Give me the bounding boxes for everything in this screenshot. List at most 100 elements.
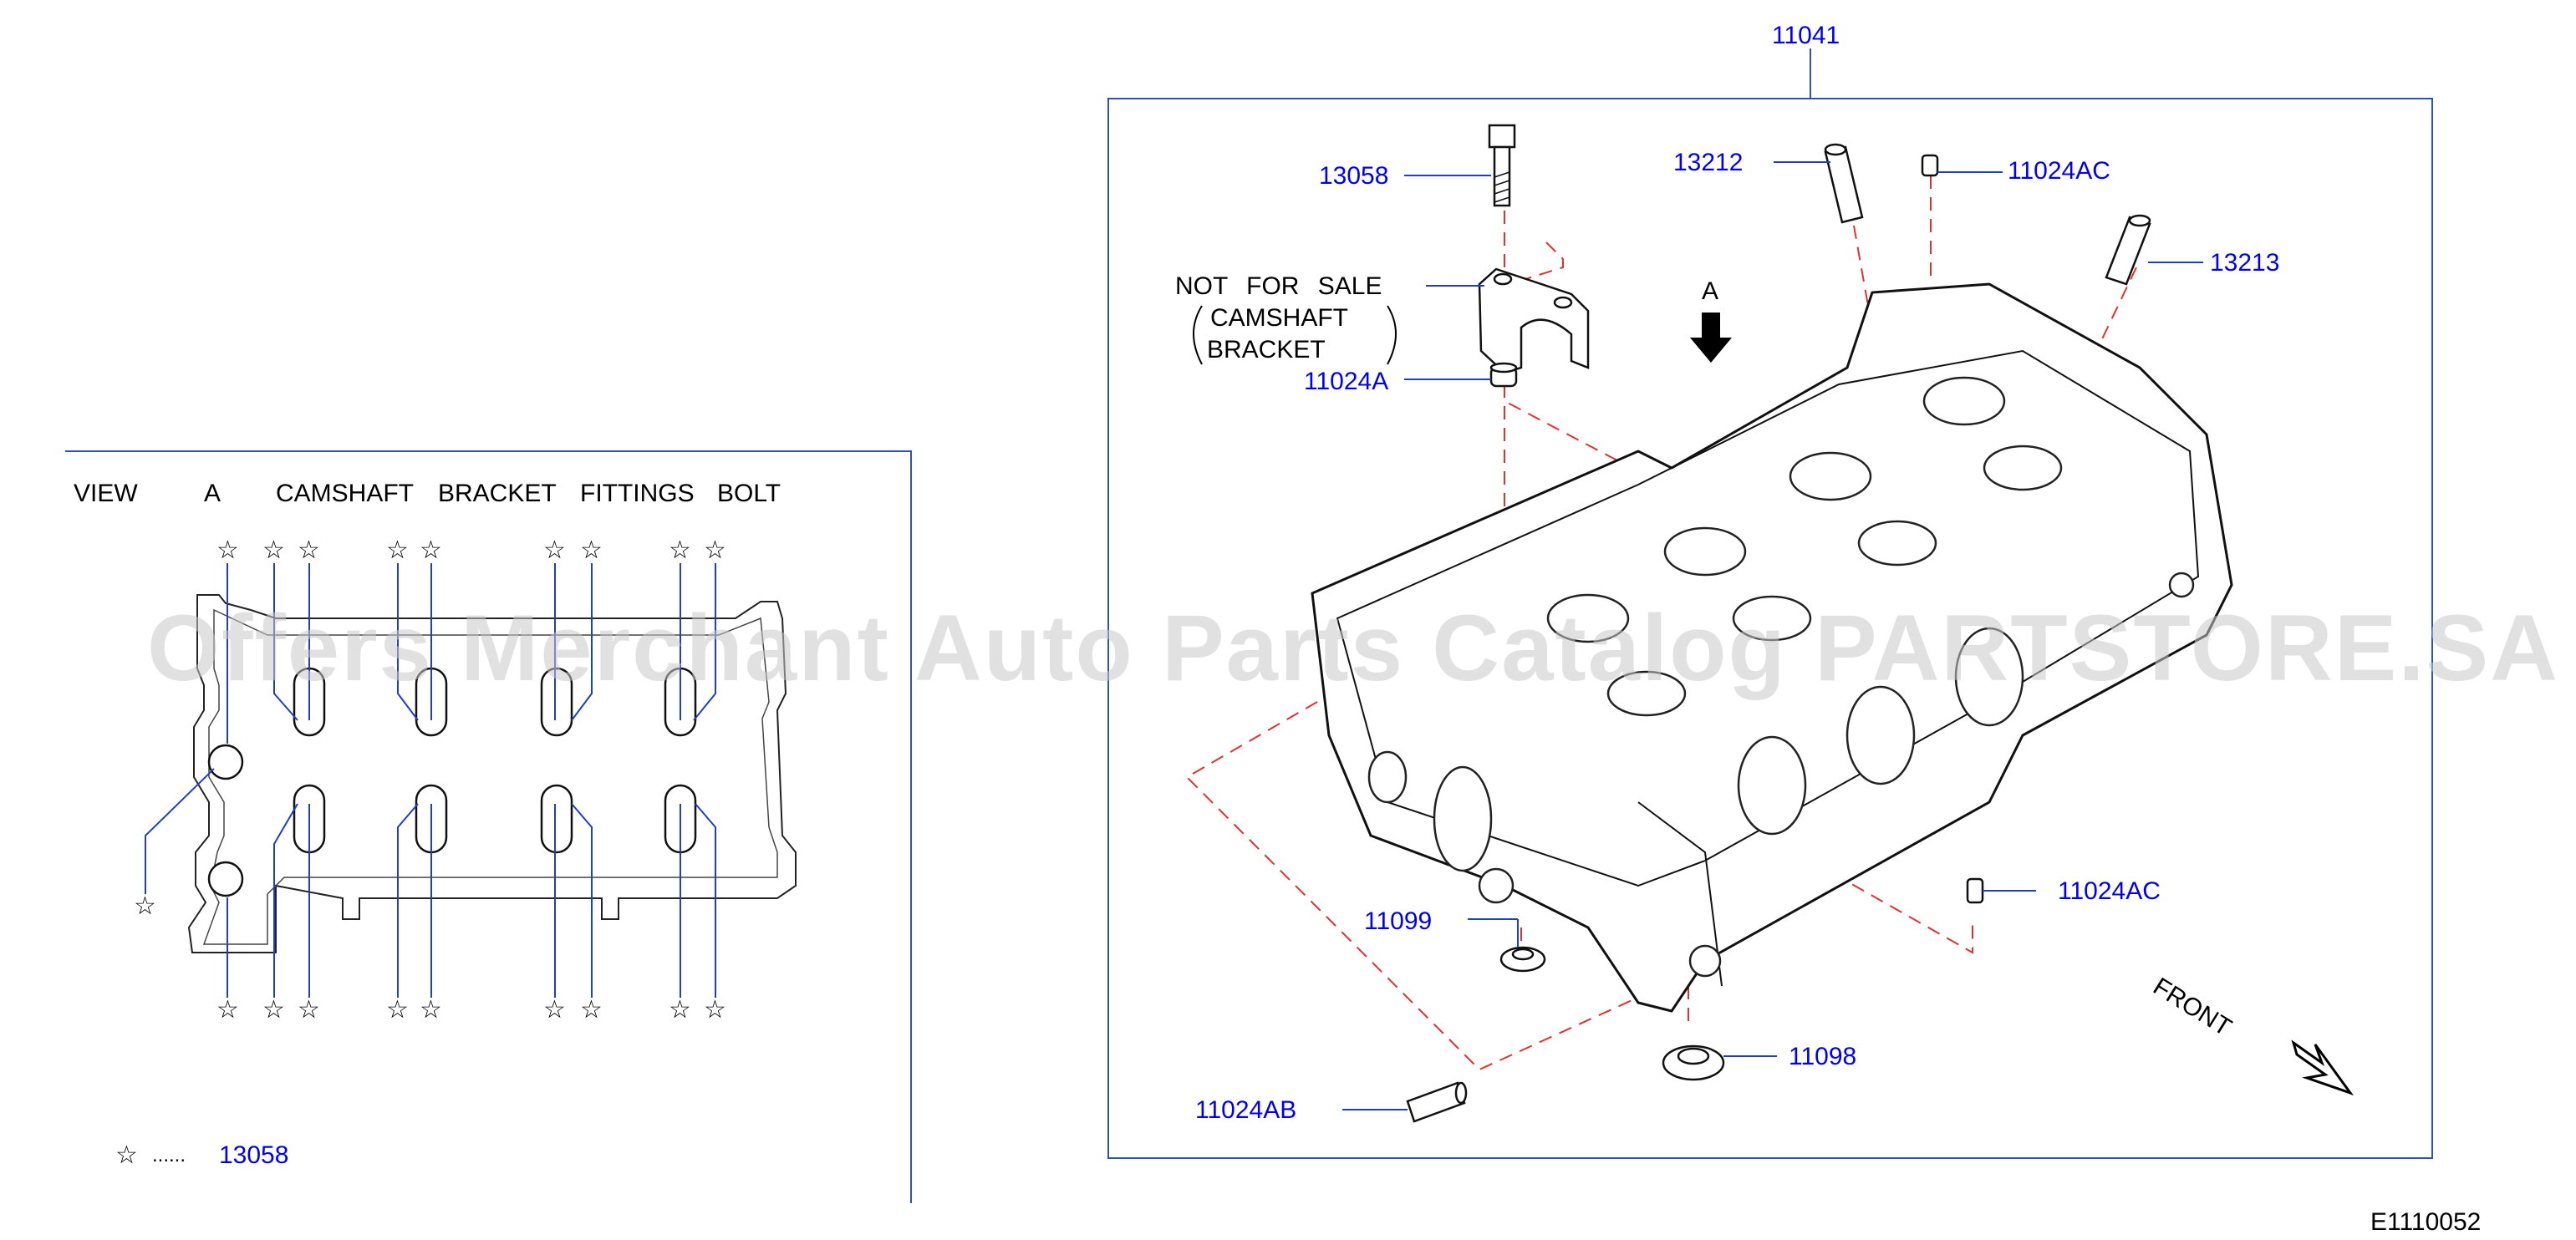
star-marker: ☆: [420, 995, 442, 1024]
view-title-word-camshaft: CAMSHAFT: [276, 480, 414, 507]
cylinder-head-top-outline: [187, 594, 797, 953]
port-opening: [1367, 750, 1408, 804]
watermark: Offers Merchant Auto Parts Catalog PARTS…: [147, 596, 2559, 700]
not-for-sale-line3: BRACKET: [1207, 336, 1326, 363]
dowel-11024A[interactable]: [1489, 362, 1518, 388]
callout-13058[interactable]: 13058: [1319, 162, 1388, 190]
port-opening: [1433, 765, 1493, 872]
star-marker: ☆: [386, 995, 409, 1024]
exploded-view: 11041: [1107, 22, 2433, 1159]
bolt-thread: [1494, 171, 1510, 203]
cam-journal: [1789, 451, 1872, 501]
bracket-body: [1478, 267, 1590, 374]
bolt-13058[interactable]: [1488, 124, 1516, 207]
view-title-word-view: VIEW: [74, 480, 138, 507]
star-marker: ☆: [386, 536, 409, 565]
callout-11024AC-right[interactable]: 11024AC: [2058, 877, 2161, 905]
dowel-11024AC-top[interactable]: [1921, 154, 1939, 177]
diagram-code: E1110052: [2370, 1208, 2481, 1236]
legend-part-number[interactable]: 13058: [219, 1141, 288, 1169]
port-opening: [1954, 627, 2024, 727]
camshaft-bracket: [1478, 267, 1590, 374]
down-arrow-icon: [1690, 313, 1732, 363]
view-title-word-bolt: BOLT: [717, 480, 781, 507]
dowel-11024AC-right[interactable]: [1966, 877, 1984, 904]
exploded-view-frame: [1107, 98, 2433, 1159]
port-opening: [1845, 685, 1916, 785]
bracket-bolt-boss: [540, 784, 573, 854]
front-label: FRONT: [2148, 973, 2236, 1042]
not-for-sale-line1: NOT FOR SALE: [1175, 272, 1382, 300]
seal-11099[interactable]: [1499, 946, 1546, 973]
view-title-word-bracket: BRACKET: [438, 480, 557, 507]
star-marker: ☆: [262, 995, 285, 1024]
star-marker: ☆: [543, 995, 566, 1024]
cam-journal: [1922, 376, 2006, 426]
star-marker: ☆: [580, 536, 603, 565]
main-callout-11041[interactable]: 11041: [1772, 22, 1840, 49]
view-a-leaders-top: [227, 563, 716, 744]
view-a-panel: VIEW A CAMSHAFT BRACKET FITTINGS BOLT: [65, 450, 912, 1203]
star-marker: ☆: [298, 995, 320, 1024]
star-marker: ☆: [262, 536, 285, 565]
star-marker: ☆: [704, 536, 726, 565]
star-marker: ☆: [704, 995, 726, 1024]
star-marker: ☆: [543, 536, 566, 565]
bolt-hole: [2168, 572, 2195, 598]
bolt-head: [1488, 124, 1516, 149]
star-marker: ☆: [134, 892, 156, 921]
callout-13213[interactable]: 13213: [2210, 249, 2279, 277]
bolt-shank: [1493, 145, 1511, 207]
legend-dots: ......: [152, 1144, 186, 1166]
cam-journal: [1732, 595, 1812, 642]
callout-11024AB[interactable]: 11024AB: [1195, 1096, 1296, 1124]
view-title-word-fittings: FITTINGS: [580, 480, 695, 507]
bolt-hole: [1478, 867, 1515, 904]
end-bracket-bolt-boss: [207, 744, 244, 780]
legend-star: ☆: [115, 1141, 138, 1170]
bracket-bolt-hole: [1553, 296, 1573, 309]
pin-11024AB[interactable]: [1406, 1081, 1468, 1123]
pin-13213[interactable]: [2105, 214, 2151, 286]
callout-11099[interactable]: 11099: [1364, 907, 1432, 935]
bracket-bolt-hole: [1493, 272, 1513, 286]
view-a-leaders-bottom: [145, 768, 716, 998]
cam-journal: [1546, 593, 1630, 643]
cylinder-head-inner-outline: [202, 608, 778, 945]
legend: ☆ ...... 13058: [115, 1141, 288, 1170]
view-a-frame: [65, 450, 912, 1203]
star-marker: ☆: [420, 536, 442, 565]
cam-journal: [1983, 445, 2063, 491]
star-marker: ☆: [580, 995, 603, 1024]
front-indicator: FRONT: [2148, 973, 2355, 1095]
view-a-arrow-label: A: [1702, 277, 1718, 305]
star-marker: ☆: [669, 995, 691, 1024]
callout-13212[interactable]: 13212: [1673, 149, 1743, 176]
bolt-hole: [1688, 944, 1722, 978]
star-marker: ☆: [216, 995, 239, 1024]
cam-journal: [1857, 520, 1937, 567]
view-a-arrow: A: [1690, 277, 1732, 363]
view-title-word-a: A: [204, 480, 221, 507]
front-arrow-icon: [2291, 1039, 2355, 1095]
not-for-sale-line2: CAMSHAFT: [1210, 304, 1348, 332]
cam-journal: [1663, 526, 1747, 577]
bracket-bolt-boss: [540, 667, 573, 737]
callout-11098[interactable]: 11098: [1789, 1043, 1856, 1070]
port-opening: [1737, 735, 1807, 836]
seal-11098[interactable]: [1662, 1044, 1725, 1081]
head-deck-outline: [1336, 349, 2200, 887]
cam-journal: [1606, 670, 1687, 717]
exploded-leaders: [1342, 161, 2203, 1110]
view-a-star-markers: ☆ ☆ ☆ ☆ ☆ ☆ ☆ ☆ ☆ ☆ ☆ ☆ ☆ ☆ ☆ ☆ ☆ ☆ ☆: [134, 536, 726, 1024]
bracket-paren-right: [1387, 305, 1397, 365]
not-for-sale-note: NOT FOR SALE CAMSHAFT BRACKET: [1175, 272, 1397, 365]
pin-13212[interactable]: [1824, 143, 1864, 224]
head-details: [1367, 376, 2195, 978]
end-bracket-bolt-boss: [207, 861, 244, 897]
star-marker: ☆: [216, 536, 239, 565]
callout-11024AC-top[interactable]: 11024AC: [2008, 157, 2110, 185]
star-marker: ☆: [669, 536, 691, 565]
callout-11024A[interactable]: 11024A: [1304, 368, 1388, 395]
